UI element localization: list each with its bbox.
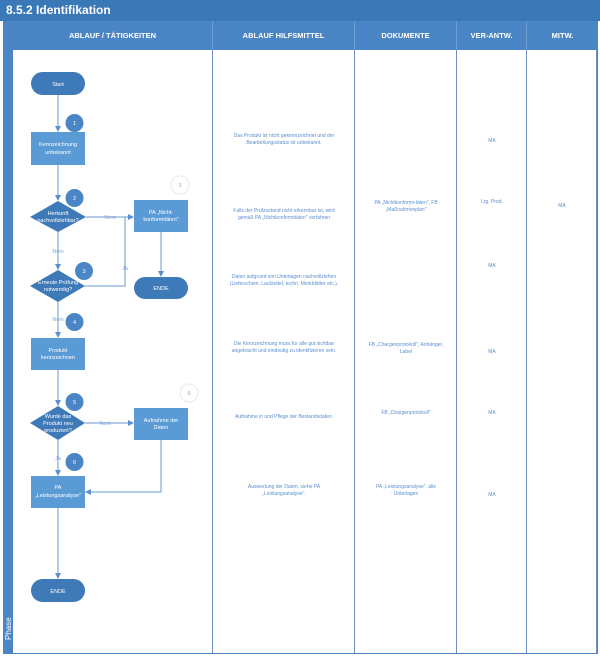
label-nein: Nein — [52, 317, 63, 323]
badge-3-outline: 3 — [170, 175, 190, 195]
svg-text:ENDE: ENDE — [153, 286, 169, 292]
lane-dokumente — [355, 50, 457, 653]
badge-6-outline: 6 — [179, 383, 199, 403]
badge-3: 3 — [75, 262, 93, 280]
svg-text:6: 6 — [73, 460, 76, 466]
lane-hilfsmittel — [213, 50, 355, 653]
badge-2: 2 — [65, 189, 84, 207]
lane-verantw — [457, 50, 527, 653]
dokumente-text: FB „Chargenprotokoll", Anhänger, Label — [368, 342, 444, 355]
badge-5: 5 — [65, 393, 84, 411]
svg-text:kennzeichnen: kennzeichnen — [41, 355, 75, 361]
mitw-text: MA — [558, 203, 566, 209]
svg-text:PA „Nicht-: PA „Nicht- — [149, 210, 174, 216]
page-title: 8.5.2 Identifikation — [0, 0, 600, 21]
hilfsmittel-text: Daten aufgrund von Unterlagen nachvollzi… — [229, 274, 339, 287]
verantw-text: MA — [488, 263, 496, 269]
svg-text:„Leistungsanalyse": „Leistungsanalyse" — [35, 493, 81, 499]
svg-text:Produkt: Produkt — [49, 348, 68, 354]
hilfsmittel-text: Das Produkt ist nicht gekennzeichnet und… — [233, 133, 335, 146]
dokumente-text: PA „Nichtkonformi-täten", FB „Maßnahmenp… — [374, 200, 438, 213]
hilfsmittel-text: Aufnahme in und Pflege der Bestandsdaten… — [234, 414, 334, 420]
svg-text:2: 2 — [73, 196, 76, 202]
hilfsmittel-text: Die Kennzeichnung muss für alle gut sich… — [231, 341, 337, 354]
label-nein: Nein — [99, 421, 110, 427]
step-pa-leistungsanalyse[interactable]: PA „Leistungsanalyse" — [31, 476, 85, 508]
dokumente-text: PA „Leistungsanalyse", alle Unterlagen — [375, 484, 437, 497]
svg-text:notwendig?: notwendig? — [44, 287, 72, 293]
svg-text:ENDE: ENDE — [50, 589, 66, 595]
verantw-text: MA — [488, 138, 496, 144]
svg-text:Kennzeichnung: Kennzeichnung — [39, 142, 77, 148]
end-terminator[interactable]: ENDE — [134, 277, 188, 299]
col-header-ablauf: ABLAUF / TÄTIGKEITEN — [13, 21, 213, 50]
svg-text:produziert?: produziert? — [44, 428, 72, 434]
badge-1: 1 — [65, 114, 84, 132]
col-header-dokumente: DOKUMENTE — [355, 21, 457, 50]
svg-text:Wurde das: Wurde das — [45, 414, 72, 420]
svg-text:3: 3 — [82, 269, 85, 275]
step-kennzeichnung-unbekannt[interactable]: Kennzeichnung unbekannt — [31, 132, 85, 165]
verantw-text: MA — [488, 410, 496, 416]
svg-text:nachvollziehbar?: nachvollziehbar? — [37, 218, 78, 224]
svg-text:konformitäten": konformitäten" — [143, 217, 178, 223]
svg-text:6: 6 — [187, 391, 190, 397]
start-terminator[interactable]: Start — [31, 72, 85, 95]
svg-text:1: 1 — [73, 121, 76, 127]
label-ja: Ja — [122, 266, 129, 272]
svg-text:Start: Start — [52, 82, 64, 88]
svg-text:PA: PA — [55, 485, 62, 491]
svg-text:Daten: Daten — [154, 425, 169, 431]
badge-6: 6 — [65, 453, 84, 471]
lane-mitw — [527, 50, 597, 653]
step-badges: 1 2 3 3 4 5 6 6 — [65, 114, 199, 471]
svg-text:Aufnahme der: Aufnahme der — [144, 418, 179, 424]
verantw-text: MA — [488, 349, 496, 355]
svg-text:Erneute Prüfung: Erneute Prüfung — [38, 280, 78, 286]
col-header-hilfsmittel: ABLAUF HILFSMITTEL — [213, 21, 355, 50]
end-terminator-bottom[interactable]: ENDE — [31, 579, 85, 602]
svg-text:unbekannt: unbekannt — [45, 150, 71, 156]
label-nein: Nein — [104, 215, 115, 221]
verantw-text: Ltg. Prod. — [481, 199, 503, 205]
step-pa-nichtkonformitaeten[interactable]: PA „Nicht-konformitäten" — [134, 200, 188, 232]
svg-text:Produkt neu: Produkt neu — [43, 421, 73, 427]
verantw-text: MA — [488, 492, 496, 498]
svg-text:5: 5 — [73, 400, 76, 406]
col-header-verantw: VER-ANTW. — [457, 21, 527, 50]
label-nein: Nein — [52, 249, 63, 255]
label-ja: Ja — [55, 456, 62, 462]
svg-text:3: 3 — [178, 183, 181, 189]
dokumente-text: FB „Chargenprotokoll" — [381, 410, 431, 416]
hilfsmittel-text: Auswertung der Daten, siehe PA „Leistung… — [247, 484, 321, 497]
connectors — [55, 95, 164, 579]
badge-4: 4 — [65, 313, 84, 331]
svg-text:Herkunft: Herkunft — [48, 211, 69, 217]
svg-text:4: 4 — [73, 320, 76, 326]
hilfsmittel-text: Falls der Prüfzustand nicht erkennbar is… — [233, 208, 335, 221]
col-header-mitw: MITW. — [551, 31, 574, 40]
